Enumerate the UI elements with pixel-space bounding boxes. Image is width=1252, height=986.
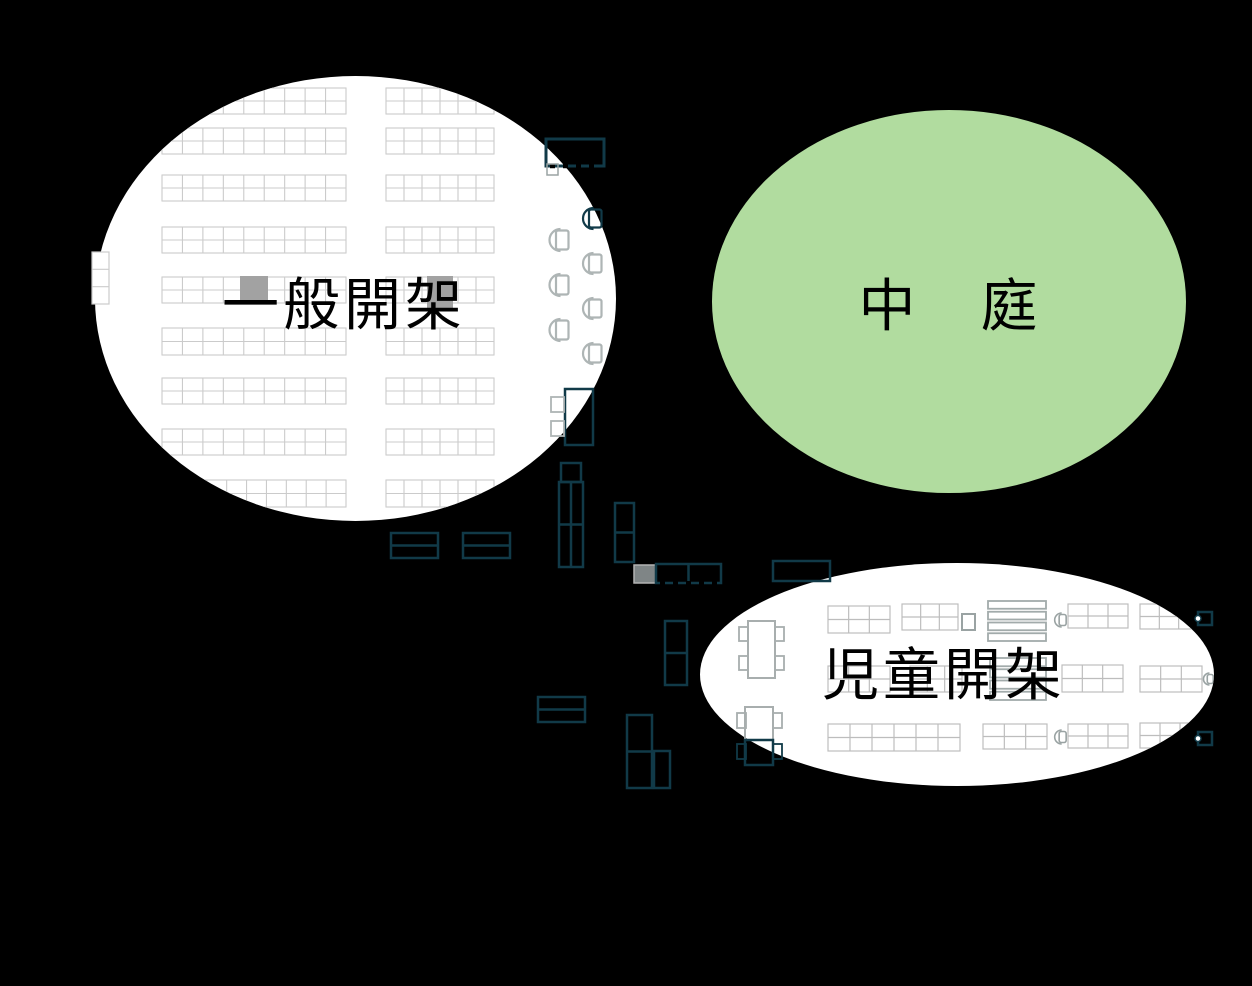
chair-icon — [581, 206, 603, 231]
bookshelf — [654, 562, 723, 585]
region-courtyard-label: 中 庭 — [858, 273, 1042, 340]
bookshelf — [1067, 723, 1129, 749]
bookshelf — [385, 226, 495, 254]
table — [747, 620, 776, 679]
pillar — [427, 276, 453, 308]
bookshelf — [385, 327, 495, 356]
region-general-stacks-label: 一般開架 — [222, 272, 466, 339]
chair-icon — [1194, 730, 1214, 747]
bookshelf — [385, 87, 495, 115]
bookshelf — [389, 531, 440, 560]
region-general-stacks — [95, 76, 616, 521]
pillar — [633, 564, 657, 584]
chair-icon — [548, 317, 570, 343]
bookshelf — [385, 479, 495, 508]
bookshelf — [161, 87, 347, 115]
bookshelf — [385, 377, 495, 405]
bookshelf — [1139, 665, 1203, 693]
bookshelf — [652, 749, 672, 790]
bookshelf — [827, 605, 891, 634]
region-children-stacks — [700, 563, 1214, 786]
bookshelf — [827, 665, 891, 693]
table — [743, 738, 775, 767]
bookshelf — [771, 559, 832, 583]
chair-icon — [738, 655, 749, 671]
chair-icon — [581, 341, 603, 366]
bookshelf — [385, 428, 495, 456]
bookshelf — [1061, 664, 1124, 693]
region-courtyard — [712, 110, 1186, 493]
bookshelf — [161, 174, 347, 202]
chair-icon — [1053, 729, 1067, 745]
bookshelf — [909, 665, 963, 693]
table — [744, 706, 774, 766]
chair-icon — [581, 251, 603, 276]
chair-icon — [1202, 672, 1214, 686]
bookshelf — [166, 479, 347, 508]
bookshelf — [161, 428, 347, 456]
bookshelf — [557, 480, 585, 569]
chair-icon — [1053, 612, 1067, 628]
chair-icon — [774, 655, 785, 671]
bookshelf — [161, 226, 347, 254]
bookshelf — [161, 127, 347, 155]
bookshelf — [625, 713, 654, 790]
chair-icon — [548, 227, 570, 253]
bookshelf — [1067, 603, 1129, 629]
chair-icon — [581, 296, 603, 321]
chair-icon — [772, 743, 783, 760]
bookshelf — [1139, 722, 1201, 749]
chair-icon — [1194, 610, 1214, 627]
bookshelf — [161, 377, 347, 405]
chair-icon — [546, 163, 559, 176]
display-shelf — [987, 600, 1047, 642]
bookshelf — [982, 723, 1048, 750]
chair-icon — [548, 272, 570, 298]
bookshelf — [461, 531, 512, 560]
chair-icon — [736, 743, 747, 760]
chair-icon — [774, 626, 785, 642]
chair-icon — [738, 626, 749, 642]
bookshelf — [827, 723, 961, 752]
chair-icon — [736, 712, 747, 729]
bookshelf — [901, 603, 959, 631]
pillar — [240, 276, 268, 303]
chair-icon — [961, 613, 976, 631]
bookshelf — [385, 174, 495, 202]
bookshelf — [385, 127, 495, 155]
bookshelf — [161, 327, 347, 356]
counter — [544, 137, 606, 169]
display-shelf — [989, 657, 1047, 701]
chair-icon — [550, 420, 565, 437]
bookshelf — [613, 501, 636, 564]
chair-icon — [772, 712, 783, 729]
bookshelf — [536, 695, 587, 724]
region-children-stacks-label: 児童開架 — [822, 642, 1066, 709]
bookshelf — [1139, 603, 1199, 630]
bookshelf — [91, 251, 110, 305]
bookshelf — [663, 619, 689, 687]
chair-icon — [550, 396, 565, 413]
table — [563, 387, 595, 447]
bookshelf — [559, 461, 583, 484]
